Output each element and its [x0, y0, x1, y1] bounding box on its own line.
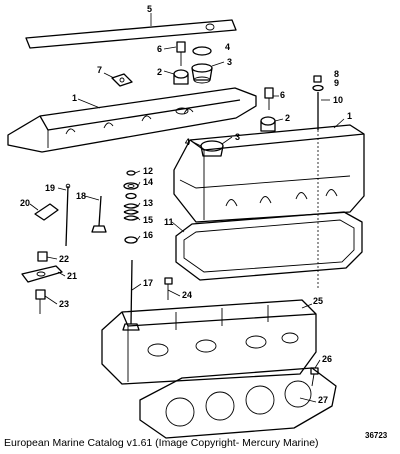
- callout-14: 14: [143, 177, 153, 187]
- part-11-valve-cover-gasket: [175, 211, 363, 281]
- part-5-gasket-strip: [25, 19, 237, 49]
- part-24-head-bolt: [164, 277, 173, 300]
- callout-4-lower: 4: [185, 137, 190, 147]
- leader-lines: [29, 13, 345, 403]
- callout-2-lower: 2: [285, 113, 290, 123]
- callout-labels: 5 6 4 3 2 7 1 6 2 3 4 8 9 10 1 12 14 13 …: [20, 4, 352, 405]
- part-2-grommet-upper: [173, 69, 189, 85]
- callout-4-upper: 4: [225, 42, 230, 52]
- part-6-stud-upper: [176, 41, 186, 66]
- callout-11: 11: [164, 217, 174, 227]
- part-14-spring-cap: [123, 182, 139, 190]
- callout-3-lower: 3: [235, 132, 240, 142]
- part-3-breather-cap-upper: [191, 63, 213, 84]
- callout-6-upper: 6: [157, 44, 162, 54]
- part-12-valve-lock: [126, 170, 136, 176]
- callout-1-right: 1: [347, 111, 352, 121]
- callout-6-lower: 6: [280, 90, 285, 100]
- callout-7: 7: [97, 65, 102, 75]
- callout-17: 17: [143, 278, 153, 288]
- callout-1-left: 1: [72, 93, 77, 103]
- callout-27: 27: [318, 395, 328, 405]
- part-19-push-rod: [65, 183, 71, 247]
- callout-15: 15: [143, 215, 153, 225]
- callout-19: 19: [45, 183, 55, 193]
- callout-10: 10: [333, 95, 343, 105]
- callout-9: 9: [334, 78, 339, 88]
- part-9-washer: [312, 84, 324, 92]
- callout-23: 23: [59, 299, 69, 309]
- callout-20: 20: [20, 198, 30, 208]
- callout-25: 25: [313, 296, 323, 306]
- part-22-pivot: [37, 251, 48, 262]
- figure-number: 36723: [365, 431, 388, 440]
- image-caption: European Marine Catalog v1.61 (Image Cop…: [4, 437, 319, 449]
- callout-24: 24: [182, 290, 192, 300]
- part-27-head-gasket: [139, 367, 337, 439]
- part-1-right-valve-cover: [173, 124, 365, 223]
- callout-3-upper: 3: [227, 57, 232, 67]
- callout-22: 22: [59, 254, 69, 264]
- part-21-rocker-arm: [21, 265, 63, 283]
- part-2-grommet-lower: [260, 116, 276, 132]
- callout-8: 8: [334, 69, 339, 79]
- callout-12: 12: [143, 166, 153, 176]
- part-15-valve-spring: [123, 203, 139, 221]
- part-18-valve: [91, 195, 107, 233]
- callout-18: 18: [76, 191, 86, 201]
- part-26-bolt: [310, 367, 319, 387]
- callout-13: 13: [143, 198, 153, 208]
- part-6-stud-lower: [264, 87, 274, 110]
- part-16-spring-shim: [124, 236, 138, 244]
- part-8-bolt: [313, 75, 322, 83]
- part-17-valve: [122, 259, 140, 331]
- part-13-valve-seal: [125, 192, 137, 200]
- part-20-pushrod-guide: [34, 203, 59, 221]
- part-7-clip: [111, 73, 133, 87]
- callout-21: 21: [67, 271, 77, 281]
- part-25-cylinder-head: [101, 299, 317, 385]
- callout-16: 16: [143, 230, 153, 240]
- part-1-left-valve-cover: [7, 87, 257, 153]
- part-4-cap-seal-upper: [192, 46, 212, 56]
- callout-5: 5: [147, 4, 152, 14]
- callout-2-upper: 2: [157, 67, 162, 77]
- part-23-rocker-stud: [35, 289, 46, 314]
- callout-26: 26: [322, 354, 332, 364]
